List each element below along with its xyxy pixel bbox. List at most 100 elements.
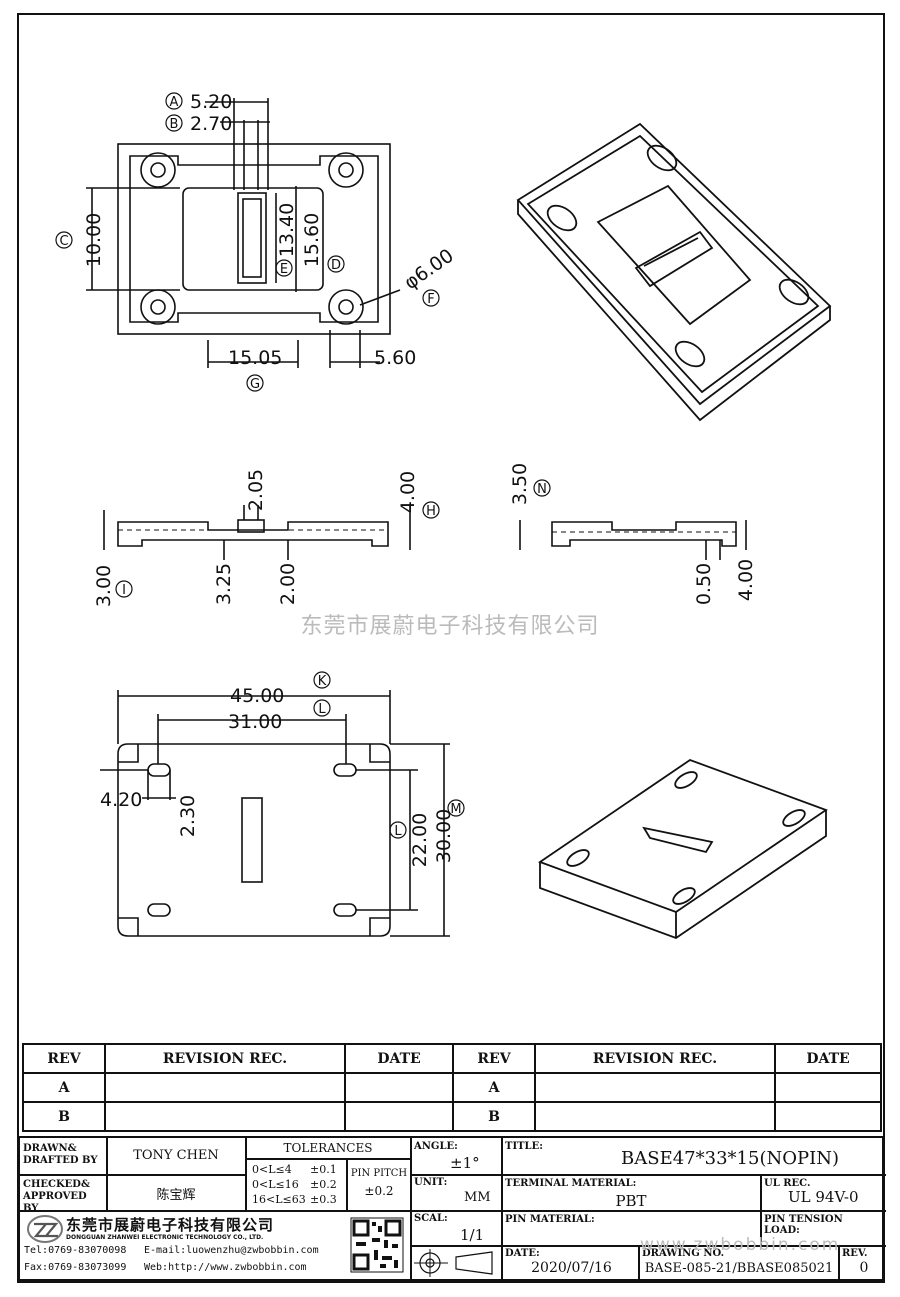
label-a: A [170,95,179,110]
table-cell [344,1072,454,1103]
tel-text: Tel:0769-83070098 [24,1245,127,1256]
label-i: I [122,583,126,598]
table-cell: B [22,1101,106,1132]
side-view [519,520,747,560]
company-name-en: DONGGUAN ZHANWEI ELECTRONIC TECHNOLOGY C… [66,1234,264,1241]
pin-tension-label: PIN TENSION LOAD: [764,1214,843,1236]
table-cell [534,1101,776,1132]
dim-l4: 22.00 [409,813,431,867]
label-d: D [331,258,341,273]
rev-header: REV [22,1043,106,1074]
isometric-bottom-view [538,758,828,940]
angle-label: ANGLE: [414,1141,458,1152]
table-row: A A [22,1072,882,1103]
dim-n: 3.50 [509,463,531,505]
dim-c: 10.00 [83,213,105,267]
dim-l2: 4.20 [100,789,142,811]
tol-range-3: 16<L≤63 [252,1193,306,1206]
isometric-top-view [516,122,832,422]
rev-label: REV. [842,1248,868,1259]
angle-value: ±1° [450,1154,480,1172]
company-name-cn: 东莞市展蔚电子科技有限公司 [66,1216,275,1234]
dim-i3: 2.00 [277,563,299,605]
date-label: DATE: [505,1248,540,1259]
label-g: G [250,377,260,392]
terminal-material-value: PBT [615,1192,647,1210]
rev-value: 0 [859,1260,869,1276]
scale-value: 1/1 [460,1226,485,1244]
watermark-url: www.zwbobbin.com [640,1235,841,1255]
table-cell: B [452,1101,536,1132]
label-m: M [450,802,461,817]
web-text: Web:http://www.zwbobbin.com [144,1262,307,1273]
tolerances-label: TOLERANCES [283,1141,373,1155]
rev-header-2: REV [452,1043,536,1074]
checked-label: CHECKED& APPROVED BY [23,1179,91,1214]
label-h: H [426,504,436,519]
table-cell [344,1101,454,1132]
table-cell [774,1101,882,1132]
table-cell [534,1072,776,1103]
watermark-company: 东莞市展蔚电子科技有限公司 [300,614,600,639]
tol-range-1: 0<L≤4 [252,1163,292,1176]
qr-code-icon [350,1217,404,1273]
dim-g: 15.05 [228,347,282,369]
fax-text: Fax:0769-83073099 [24,1262,127,1273]
tol-value-2: ±0.2 [310,1178,337,1191]
dim-m: 30.00 [433,809,455,863]
dim-i2: 3.25 [213,563,235,605]
dim-f: φ6.00 [400,245,458,294]
projection-symbol [414,1249,493,1277]
label-c: C [59,234,68,249]
pin-pitch-label: PIN PITCH [350,1168,408,1179]
checked-value: 陈宝辉 [156,1188,196,1203]
company-logo [27,1215,63,1243]
pin-material-label: PIN MATERIAL: [505,1214,595,1225]
table-cell [104,1072,346,1103]
label-e: E [280,262,288,277]
revision-rec-header-2: REVISION REC. [534,1043,776,1074]
unit-value: MM [464,1190,491,1205]
title-block: DRAWN& DRAFTED BY TONY CHEN CHECKED& APP… [18,1136,886,1281]
scale-label: SCAL: [414,1213,448,1224]
label-b: B [170,117,179,132]
pin-pitch-value: ±0.2 [364,1184,394,1198]
bottom-view [100,690,450,937]
drawing-no-value: BASE-085-21/BBASE085021 [644,1261,834,1276]
tol-value-1: ±0.1 [310,1163,337,1176]
terminal-material-label: TERMINAL MATERIAL: [505,1178,637,1189]
revision-rec-header: REVISION REC. [104,1043,346,1074]
title-value: BASE47*33*15(NOPIN) [621,1148,839,1169]
label-l-b: L [394,824,402,839]
dim-e: 13.40 [276,203,298,257]
top-view [86,98,401,368]
dim-l: 31.00 [228,711,282,733]
date-header-2: DATE [774,1043,882,1074]
date-header: DATE [344,1043,454,1074]
table-cell: A [22,1072,106,1103]
dim-h: 4.00 [397,471,419,513]
email-text: E-mail:luowenzhu@zwbobbin.com [144,1245,319,1256]
dim-n2: 0.50 [693,563,715,605]
drawn-value: TONY CHEN [133,1148,219,1163]
table-cell: A [452,1072,536,1103]
dim-a: 5.20 [190,91,232,113]
dim-b: 2.70 [190,113,232,135]
label-n: N [537,482,547,497]
ul-label: UL REC. [764,1178,811,1189]
dim-g2: 5.60 [374,347,416,369]
dim-k: 45.00 [230,685,284,707]
dim-l3: 2.30 [177,795,199,837]
table-row: B B [22,1101,882,1132]
label-l: L [318,702,326,717]
date-value: 2020/07/16 [531,1260,612,1276]
table-cell [104,1101,346,1132]
revision-table: REV REVISION REC. DATE REV REVISION REC.… [22,1043,882,1132]
label-k: K [318,674,327,689]
drawing-no-label: DRAWING NO. [642,1248,725,1259]
dim-d: 15.60 [301,213,323,267]
front-view [103,504,411,560]
dim-h-top: 2.05 [245,469,267,511]
